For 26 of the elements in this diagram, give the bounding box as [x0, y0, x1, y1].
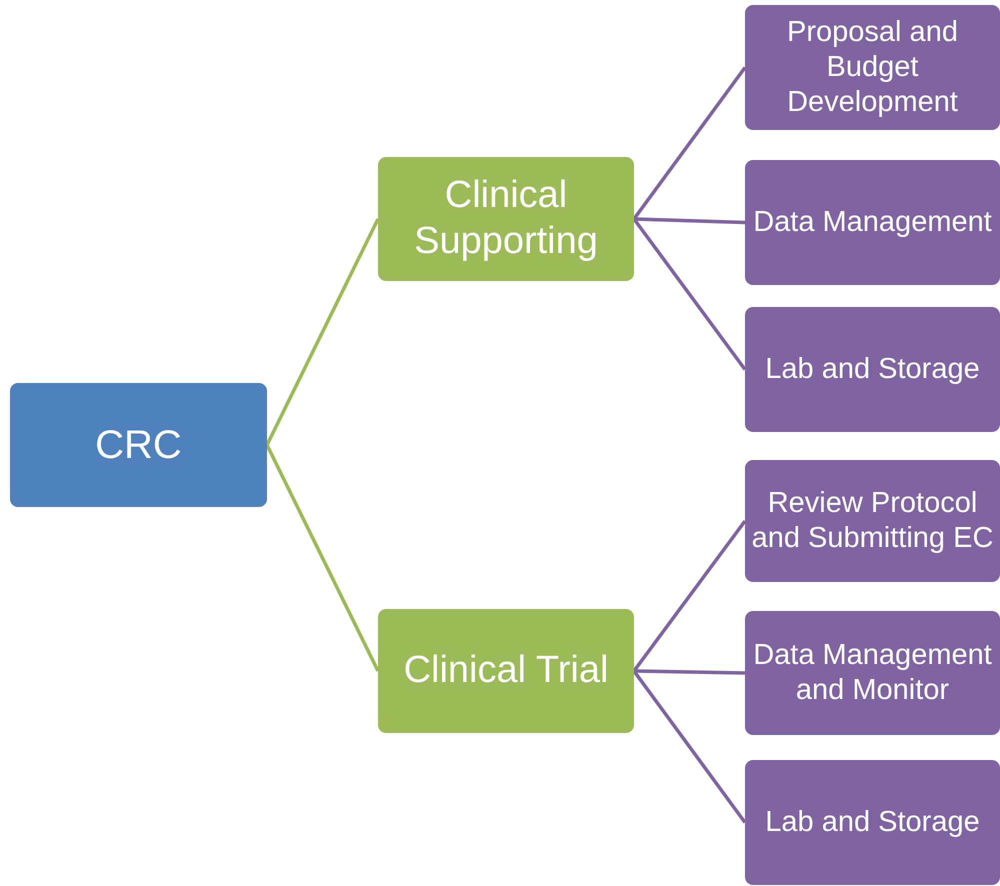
- node-label: Lab and Storage: [765, 805, 980, 840]
- node-label: Lab and Storage: [765, 352, 980, 387]
- category-box: [378, 157, 634, 281]
- category-box: [378, 609, 634, 733]
- connector-line: [265, 218, 380, 446]
- task-box: [745, 307, 1000, 432]
- task-box: [745, 160, 1000, 285]
- connector-line: [632, 218, 746, 371]
- connector-line: [634, 217, 746, 224]
- node-label: Data Management and Monitor: [752, 638, 993, 708]
- task-box: [745, 460, 1000, 582]
- task-box: [745, 760, 1000, 885]
- connector-line: [632, 670, 746, 824]
- connector-line: [632, 66, 746, 220]
- task-box: [745, 5, 1000, 130]
- node-label: Data Management: [753, 205, 992, 240]
- node-label: Review Protocol and Submitting EC: [750, 486, 994, 556]
- node-label: CRC: [95, 422, 182, 469]
- connector-line: [632, 520, 746, 672]
- node-label: Clinical Supporting: [413, 173, 599, 264]
- root-box: [10, 383, 267, 507]
- task-box: [745, 611, 1000, 735]
- connector-line: [634, 669, 746, 675]
- connector-line: [265, 444, 380, 672]
- node-label: Proposal and Budget Development: [786, 15, 959, 120]
- node-label: Clinical Trial: [404, 648, 608, 694]
